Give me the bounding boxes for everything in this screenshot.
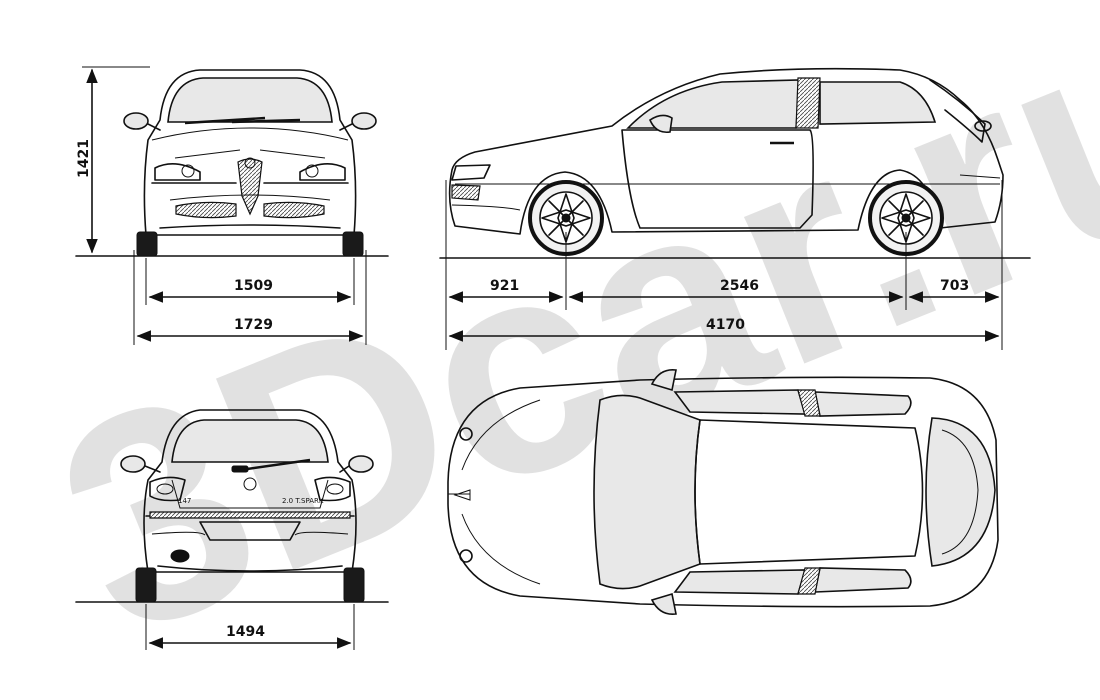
top-view <box>447 368 999 616</box>
rear-view: 147 2.0 T.SPARK 1494 <box>75 409 389 650</box>
side-rear-wheel <box>868 180 944 256</box>
width-value: 1729 <box>234 317 273 333</box>
front-view: 1421 <box>75 66 389 345</box>
front-track-value: 1509 <box>234 278 273 294</box>
rear-engine-badge: 2.0 T.SPARK <box>282 497 324 505</box>
side-view: 921 2546 703 4170 <box>439 67 1031 350</box>
alfa-romeo-badge-icon <box>243 477 257 491</box>
wheelbase-value: 2546 <box>720 278 759 294</box>
length-value: 4170 <box>706 317 745 333</box>
rear-track-value: 1494 <box>226 624 265 640</box>
height-value: 1421 <box>76 139 92 178</box>
rear-model-badge: 147 <box>178 497 191 505</box>
front-overhang-value: 921 <box>490 278 519 294</box>
rear-overhang-value: 703 <box>940 278 969 294</box>
